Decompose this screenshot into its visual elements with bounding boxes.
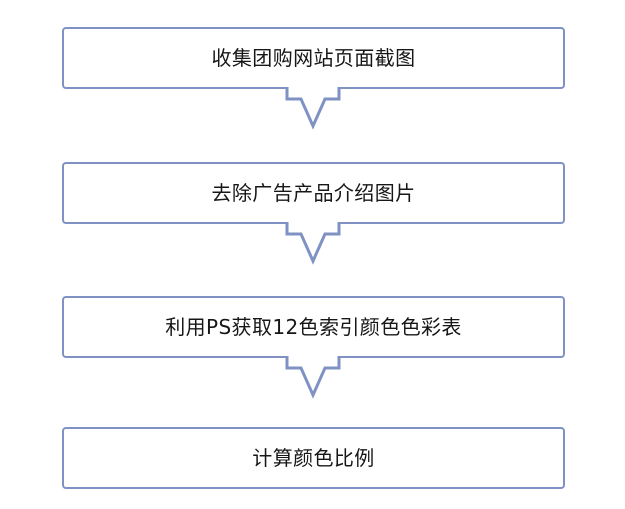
flow-node-label: 收集团购网站页面截图 [211,46,416,70]
flow-node-label: 计算颜色比例 [252,446,375,470]
flow-node-step-1[interactable]: 收集团购网站页面截图 [62,27,565,89]
flow-node-step-3[interactable]: 利用PS获取12色索引颜色色彩表 [62,296,565,358]
flow-node-step-4[interactable]: 计算颜色比例 [62,427,565,489]
down-arrow-icon [285,86,341,132]
flow-node-step-2[interactable]: 去除广告产品介绍图片 [62,162,565,224]
flow-node-label: 去除广告产品介绍图片 [211,181,416,205]
flow-node-label: 利用PS获取12色索引颜色色彩表 [165,315,462,339]
down-arrow-icon [285,221,341,267]
down-arrow-icon [285,355,341,401]
